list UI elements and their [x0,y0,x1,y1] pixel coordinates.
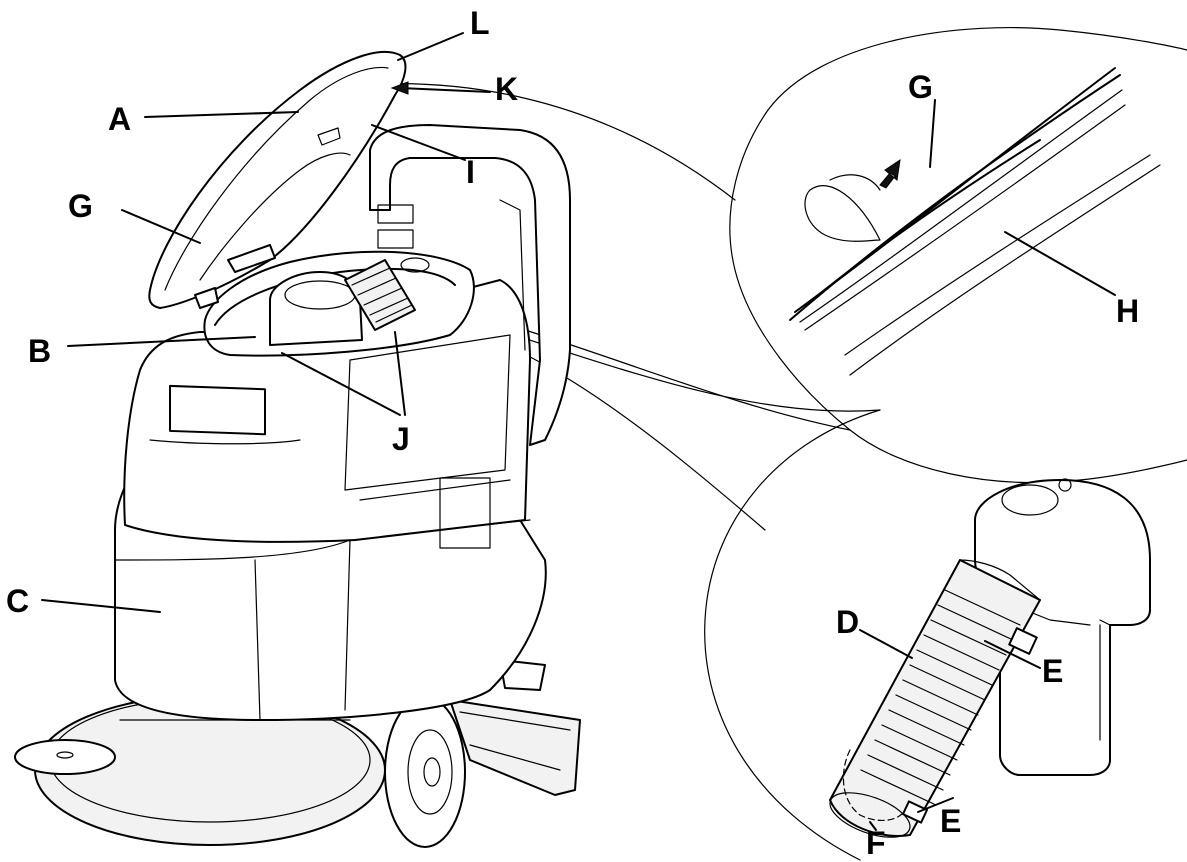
label-l: L [470,5,490,41]
rear-wheel [384,696,466,848]
leader-f [869,821,877,831]
label-d: D [836,604,859,640]
floor-scrubber-machine [14,50,581,848]
leader-g1 [121,209,201,244]
leader-d [859,629,913,659]
leader-e1 [984,640,1041,669]
pull-direction-arrow-icon [879,158,901,189]
label-e1: E [1042,653,1063,689]
lid-hinge [194,287,219,309]
filter-cartridge [344,259,416,331]
control-panel [169,384,266,436]
recovery-tank-lid [148,50,407,309]
squeegee-assembly [449,699,581,796]
filter-detail [829,478,1151,838]
leader-e2 [917,797,954,813]
label-g2: G [908,69,933,105]
label-g1: G [68,188,93,224]
leader-a [144,111,299,118]
leader-lines [41,32,1116,831]
leader-h [1004,231,1116,296]
label-j: J [392,421,410,457]
leader-k-arrow-icon [390,81,409,95]
label-c: C [6,583,29,619]
label-b: B [28,333,51,369]
callout-labels: A B C D E E F G G H I J K L [6,5,1139,861]
label-e2: E [940,803,961,839]
filter-mesh [860,589,1021,806]
operator-handle [369,124,571,446]
leader-g2 [929,99,936,168]
leader-k [399,87,491,93]
leader-l [397,32,464,61]
label-i: I [466,154,475,190]
leader-i [371,124,466,161]
leader-c [41,599,161,613]
leader-j1 [281,352,401,416]
label-h: H [1116,293,1139,329]
leader-j2 [394,331,406,416]
label-k: K [495,71,518,107]
label-f: F [866,825,886,861]
lid-gasket-detail [789,67,1161,376]
leader-b [67,336,256,347]
label-a: A [108,101,131,137]
